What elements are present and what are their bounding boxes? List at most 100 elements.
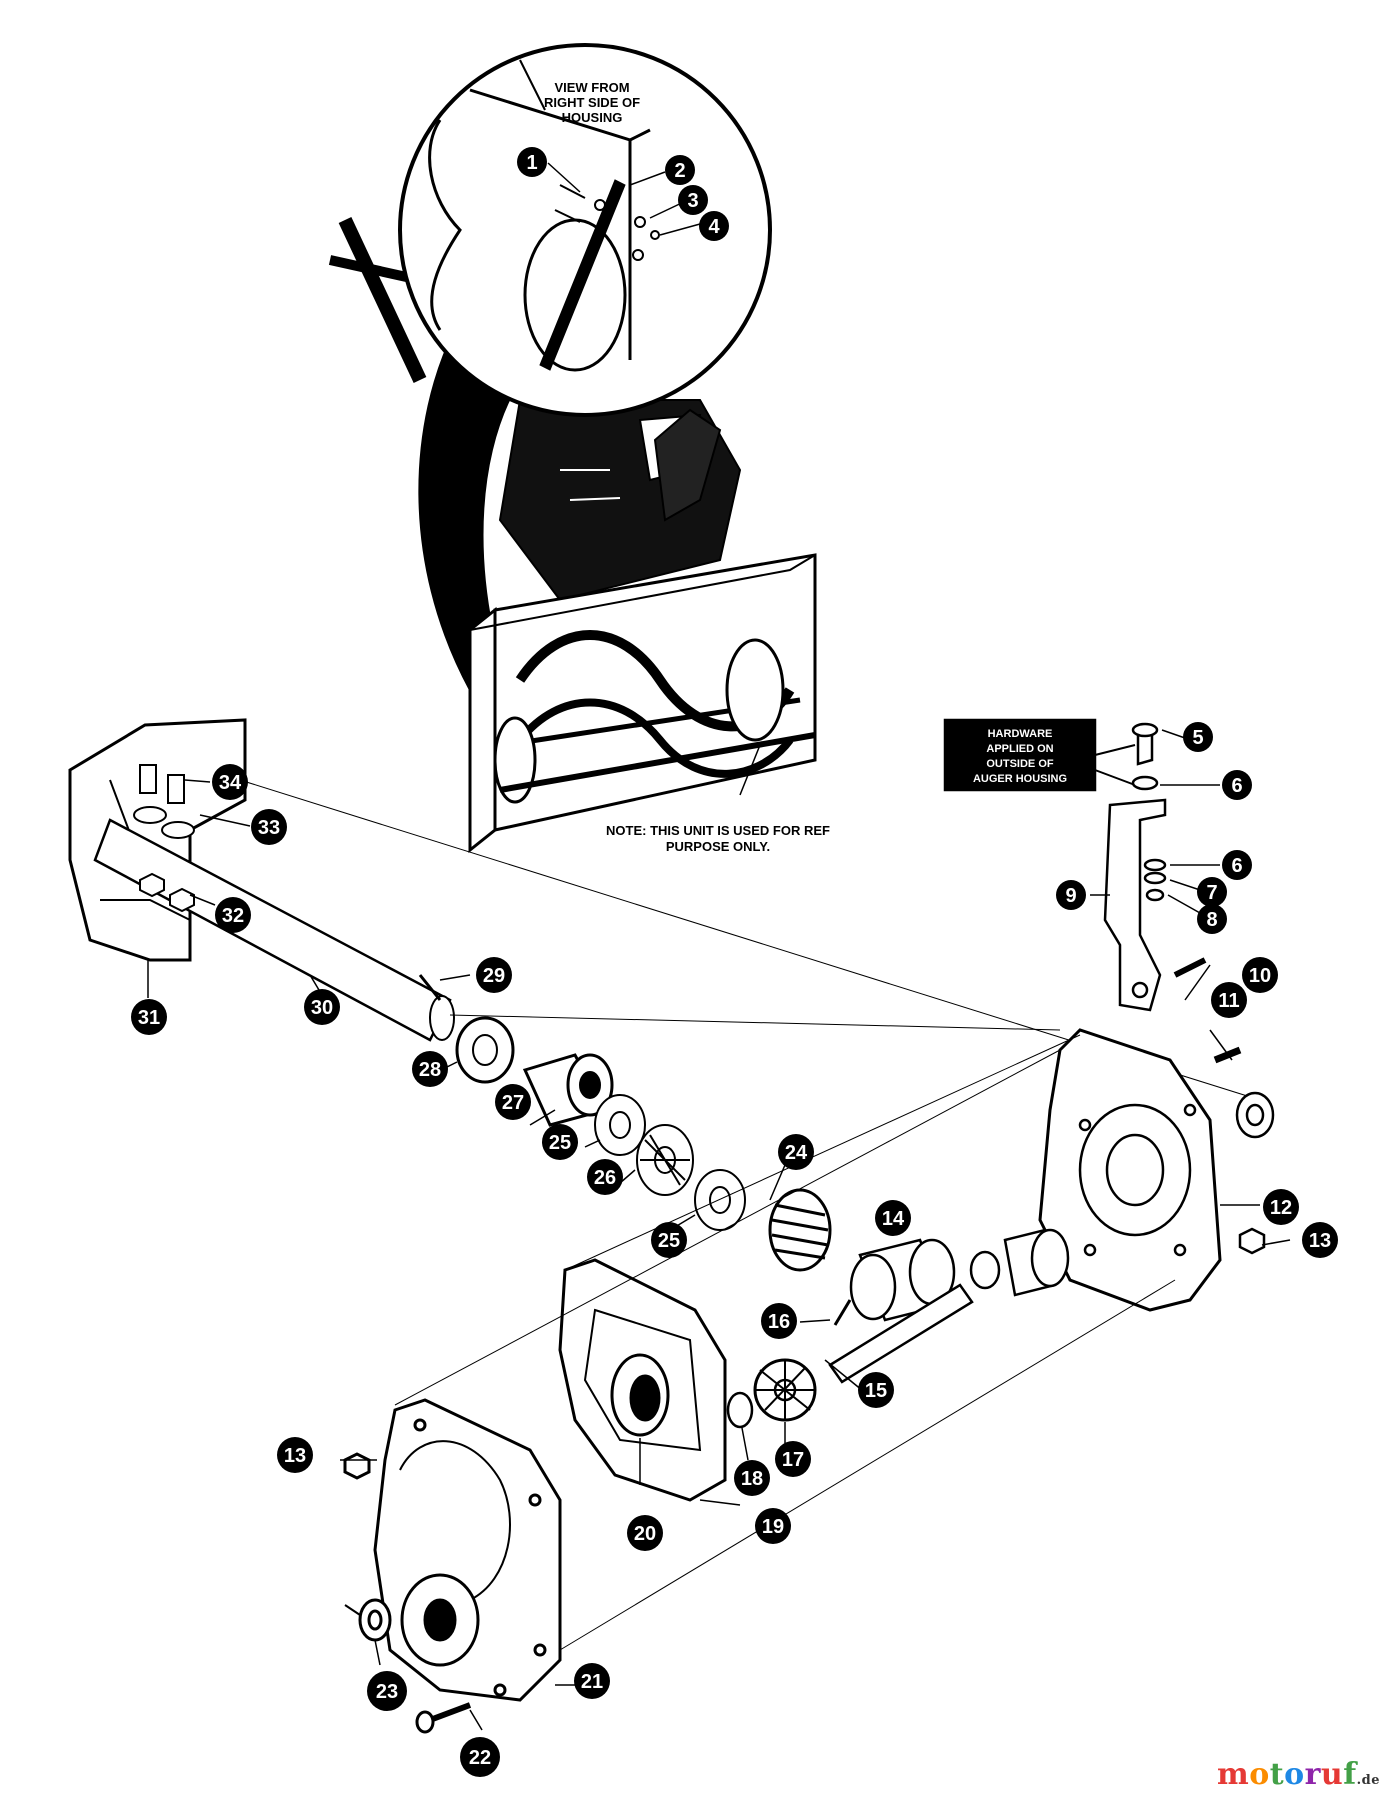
svg-text:21: 21: [581, 1671, 603, 1693]
callout-c30: 30: [304, 989, 340, 1025]
svg-text:17: 17: [782, 1449, 804, 1471]
callout-c28: 28: [412, 1051, 448, 1087]
callout-c24: 24: [778, 1134, 814, 1170]
callout-c32: 32: [215, 897, 251, 933]
svg-text:14: 14: [882, 1208, 905, 1230]
svg-text:3: 3: [687, 190, 698, 212]
svg-text:13: 13: [284, 1445, 306, 1467]
callout-c21: 21: [574, 1663, 610, 1699]
svg-text:18: 18: [741, 1468, 763, 1490]
svg-text:1: 1: [526, 152, 537, 174]
brand-suffix: .de: [1356, 1773, 1380, 1788]
view-label-line-3: HOUSING: [562, 110, 623, 125]
magnified-inset: [398, 43, 772, 417]
callout-c8: 8: [1197, 904, 1227, 934]
callout-c19: 19: [755, 1508, 791, 1544]
svg-text:26: 26: [594, 1167, 616, 1189]
svg-text:22: 22: [469, 1747, 491, 1769]
gear-train: [726, 1228, 1070, 1429]
svg-text:13: 13: [1309, 1230, 1331, 1252]
callout-c2: 2: [665, 155, 695, 185]
callout-c3: 3: [678, 185, 708, 215]
svg-text:8: 8: [1206, 909, 1217, 931]
callout-c4: 4: [699, 211, 729, 241]
svg-text:6: 6: [1231, 775, 1242, 797]
brand-letter: u: [1320, 1757, 1344, 1792]
note-label: NOTE: THIS UNIT IS USED FOR REF PURPOSE …: [606, 823, 830, 854]
callout-c29: 29: [476, 957, 512, 993]
gear-housing-right: [943, 718, 1275, 1312]
svg-text:24: 24: [785, 1142, 808, 1164]
callout-c15: 15: [858, 1372, 894, 1408]
part-callouts: 1 2 3 4 5 6 6 7 8 9 10 11 12 13 13 14 15…: [131, 147, 1338, 1777]
callout-c20: 20: [627, 1515, 663, 1551]
view-label-line-1: VIEW FROM: [554, 80, 629, 95]
svg-text:20: 20: [634, 1523, 656, 1545]
brand-letter: f: [1343, 1757, 1357, 1792]
callout-c9: 9: [1056, 880, 1086, 910]
svg-text:5: 5: [1192, 727, 1203, 749]
hardware-label-line-1: HARDWARE: [988, 728, 1053, 740]
view-label-line-2: RIGHT SIDE OF: [544, 95, 640, 110]
callout-c31: 31: [131, 999, 167, 1035]
gear-housing-left: [343, 1034, 1176, 1734]
svg-text:10: 10: [1249, 965, 1271, 987]
callout-c23: 23: [367, 1671, 407, 1711]
svg-text:15: 15: [865, 1380, 887, 1402]
note-label-line-2: PURPOSE ONLY.: [666, 839, 770, 854]
callout-c25a: 25: [542, 1124, 578, 1160]
callout-c22: 22: [460, 1737, 500, 1777]
svg-text:27: 27: [502, 1092, 524, 1114]
svg-text:19: 19: [762, 1516, 784, 1538]
svg-text:34: 34: [219, 772, 242, 794]
svg-text:4: 4: [708, 216, 720, 238]
callout-c13a: 13: [277, 1437, 313, 1473]
shaft-assembly: [68, 718, 1261, 1272]
svg-text:25: 25: [549, 1132, 571, 1154]
svg-text:33: 33: [258, 817, 280, 839]
callout-c26: 26: [587, 1159, 623, 1195]
svg-text:23: 23: [376, 1681, 398, 1703]
brand-letter: r: [1304, 1757, 1321, 1792]
brand-watermark: motoruf.de: [1217, 1757, 1380, 1792]
callout-c18: 18: [734, 1460, 770, 1496]
hardware-label-line-4: AUGER HOUSING: [973, 773, 1067, 785]
svg-text:31: 31: [138, 1007, 160, 1029]
callout-c13b: 13: [1302, 1222, 1338, 1258]
callout-c11: 11: [1211, 982, 1247, 1018]
callout-c12: 12: [1263, 1189, 1299, 1225]
svg-text:30: 30: [311, 997, 333, 1019]
hardware-label-line-2: APPLIED ON: [986, 743, 1053, 755]
callout-c34: 34: [212, 764, 248, 800]
snowthrower-illustration: [328, 217, 817, 854]
svg-text:12: 12: [1270, 1197, 1292, 1219]
svg-text:28: 28: [419, 1059, 441, 1081]
callout-c6a: 6: [1222, 770, 1252, 800]
callout-c1: 1: [517, 147, 547, 177]
svg-text:6: 6: [1231, 855, 1242, 877]
svg-text:32: 32: [222, 905, 244, 927]
callout-c14: 14: [875, 1200, 911, 1236]
callout-c6b: 6: [1222, 850, 1252, 880]
svg-text:16: 16: [768, 1311, 790, 1333]
svg-text:2: 2: [674, 160, 685, 182]
brand-letter: m: [1216, 1757, 1250, 1792]
callout-c5: 5: [1183, 722, 1213, 752]
callout-c10: 10: [1242, 957, 1278, 993]
callout-c33: 33: [251, 809, 287, 845]
svg-text:29: 29: [483, 965, 505, 987]
note-label-line-1: NOTE: THIS UNIT IS USED FOR REF: [606, 823, 830, 838]
brand-letter: o: [1249, 1757, 1270, 1792]
svg-text:25: 25: [658, 1230, 680, 1252]
svg-text:11: 11: [1218, 990, 1239, 1012]
brand-letter: o: [1284, 1757, 1305, 1792]
callout-c27: 27: [495, 1084, 531, 1120]
svg-text:7: 7: [1206, 882, 1217, 904]
hardware-label-line-3: OUTSIDE OF: [986, 758, 1054, 770]
svg-text:9: 9: [1065, 885, 1076, 907]
brand-letter: t: [1269, 1757, 1285, 1792]
callout-c7: 7: [1197, 877, 1227, 907]
hardware-label: HARDWARE APPLIED ON OUTSIDE OF AUGER HOU…: [973, 728, 1067, 785]
callout-c16: 16: [761, 1303, 797, 1339]
